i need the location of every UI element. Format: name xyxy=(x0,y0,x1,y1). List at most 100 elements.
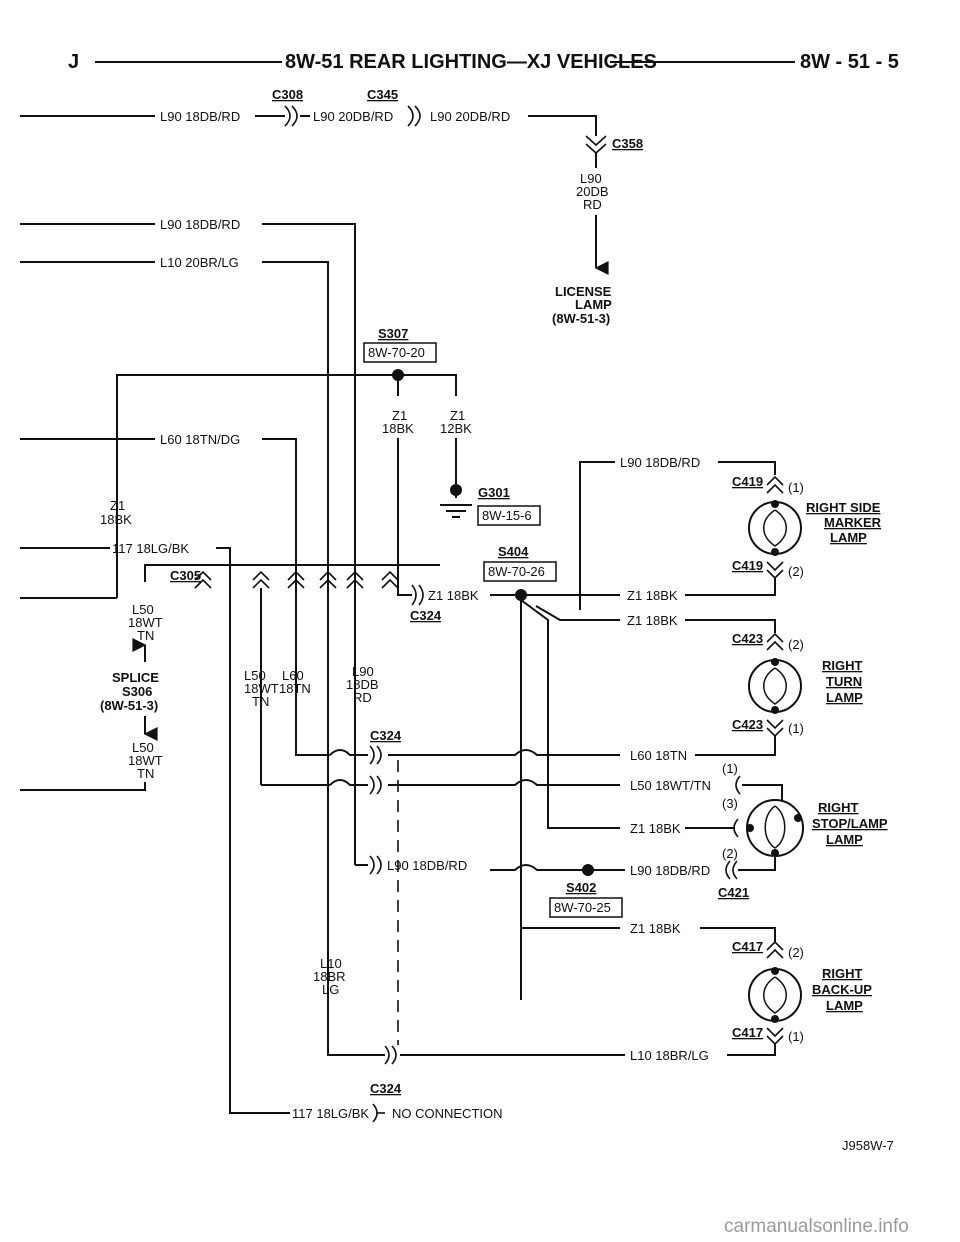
backup-lamp-label: RIGHT xyxy=(822,966,863,981)
wire-label: 18BK xyxy=(382,421,414,436)
wire-label: Z1 18BK xyxy=(627,588,678,603)
turn-lamp-label: TURN xyxy=(826,674,862,689)
pin-label: (2) xyxy=(788,945,804,960)
marker-lamp-label: RIGHT SIDE xyxy=(806,500,881,515)
connector-c305-symbols xyxy=(194,570,399,589)
wire-label: 12BK xyxy=(440,421,472,436)
connector-c423-label: C423 xyxy=(732,717,763,732)
connector-c423-label: C423 xyxy=(732,631,763,646)
wire-label: 20DB xyxy=(576,184,609,199)
splice-s306-ref: (8W-51-3) xyxy=(100,698,158,713)
wire-label: 18TN xyxy=(279,681,311,696)
pin-label: (3) xyxy=(722,796,738,811)
pin-label: (2) xyxy=(722,846,738,861)
connector-c345-label: C345 xyxy=(367,87,398,102)
wire-label: RD xyxy=(353,690,372,705)
wire-label: L90 xyxy=(352,664,374,679)
wire-label: Z1 xyxy=(392,408,407,423)
pin-label: (1) xyxy=(722,761,738,776)
wire-label: L90 18DB/RD xyxy=(160,109,240,124)
splice-s402-ref: 8W-70-25 xyxy=(554,900,611,915)
wire-label: L50 xyxy=(132,602,154,617)
connector-c305-label: C305 xyxy=(170,568,201,583)
connector-c345-symbol xyxy=(407,105,421,127)
splice-s402-dot xyxy=(582,864,594,876)
splice-s306-label: S306 xyxy=(122,684,152,699)
wire-label: L90 20DB/RD xyxy=(313,109,393,124)
pin-label: (2) xyxy=(788,637,804,652)
wire-label: Z1 18BK xyxy=(428,588,479,603)
wire-label: TN xyxy=(137,628,154,643)
wire-label: Z1 xyxy=(450,408,465,423)
connector-c324-symbol xyxy=(411,584,424,606)
wire-label: L10 xyxy=(320,956,342,971)
connector-c358-symbol xyxy=(585,135,607,155)
turn-lamp-label: RIGHT xyxy=(822,658,863,673)
license-lamp-ref: (8W-51-3) xyxy=(552,311,610,326)
wire-label: Z1 18BK xyxy=(630,921,681,936)
connector-c417-label: C417 xyxy=(732,1025,763,1040)
no-connection-label: NO CONNECTION xyxy=(392,1106,503,1121)
wire-label: L60 xyxy=(282,668,304,683)
backup-lamp-label: BACK-UP xyxy=(812,982,872,997)
wire-label: TN xyxy=(137,766,154,781)
figure-id: J958W-7 xyxy=(842,1138,894,1153)
wire-label: L50 xyxy=(132,740,154,755)
splice-s402-label: S402 xyxy=(566,880,596,895)
wire-label: L90 18DB/RD xyxy=(620,455,700,470)
wire-label: L90 18DB/RD xyxy=(160,217,240,232)
wire-label: Z1 18BK xyxy=(630,821,681,836)
wire-label: L90 18DB/RD xyxy=(630,863,710,878)
wire-label: L90 20DB/RD xyxy=(430,109,510,124)
wire-label: L10 20BR/LG xyxy=(160,255,239,270)
ground-g301-label: G301 xyxy=(478,485,510,500)
stop-lamp-label: LAMP xyxy=(826,832,863,847)
wire-label: L50 18WT/TN xyxy=(630,778,711,793)
splice-s404-label: S404 xyxy=(498,544,529,559)
header-left: J xyxy=(68,51,79,73)
wire-label: L10 18BR/LG xyxy=(630,1048,709,1063)
wire-label: 18WT xyxy=(128,615,163,630)
wire-label: L50 xyxy=(244,668,266,683)
page-header: J 8W-51 REAR LIGHTING—XJ VEHICLES 8W - 5… xyxy=(68,51,899,73)
connector-c417-label: C417 xyxy=(732,939,763,954)
wire-label: 18WT xyxy=(244,681,279,696)
wire-label: Z1 xyxy=(110,498,125,513)
pin-label: (1) xyxy=(788,480,804,495)
marker-lamp-label: LAMP xyxy=(830,530,867,545)
connector-c324-label: C324 xyxy=(370,1081,402,1096)
pin-label: (1) xyxy=(788,721,804,736)
connector-c419-label: C419 xyxy=(732,474,763,489)
wire-label: L90 18DB/RD xyxy=(387,858,467,873)
ground-g301-dot xyxy=(450,484,462,496)
wire-label: 18BR xyxy=(313,969,346,984)
wire-label: Z1 18BK xyxy=(627,613,678,628)
splice-s307-ref: 8W-70-20 xyxy=(368,345,425,360)
header-title: 8W-51 REAR LIGHTING—XJ VEHICLES xyxy=(285,51,657,73)
marker-lamp-label: MARKER xyxy=(824,515,882,530)
wire-label: 117 18LG/BK xyxy=(112,541,189,556)
connector-c421-label: C421 xyxy=(718,885,749,900)
pin-label: (2) xyxy=(788,564,804,579)
wire-label: L60 18TN/DG xyxy=(160,432,240,447)
license-lamp-label: LAMP xyxy=(575,297,612,312)
wire-label: L90 xyxy=(580,171,602,186)
connector-c419-label: C419 xyxy=(732,558,763,573)
backup-lamp-label: LAMP xyxy=(826,998,863,1013)
stop-lamp-label: STOP/LAMP xyxy=(812,816,888,831)
splice-s307-label: S307 xyxy=(378,326,408,341)
connector-c308-symbol xyxy=(284,105,298,127)
connector-c324-label: C324 xyxy=(410,608,442,623)
wire-label: TN xyxy=(252,694,269,709)
wire-label: L60 18TN xyxy=(630,748,687,763)
connector-c358-label: C358 xyxy=(612,136,643,151)
wire-label: RD xyxy=(583,197,602,212)
connector-c324-label: C324 xyxy=(370,728,402,743)
wire-label: 18BK xyxy=(100,512,132,527)
wire-label: 18DB xyxy=(346,677,379,692)
watermark: carmanualsonline.info xyxy=(724,1216,909,1237)
connector-c308-label: C308 xyxy=(272,87,303,102)
splice-s404-ref: 8W-70-26 xyxy=(488,564,545,579)
header-page: 8W - 51 - 5 xyxy=(800,51,899,73)
